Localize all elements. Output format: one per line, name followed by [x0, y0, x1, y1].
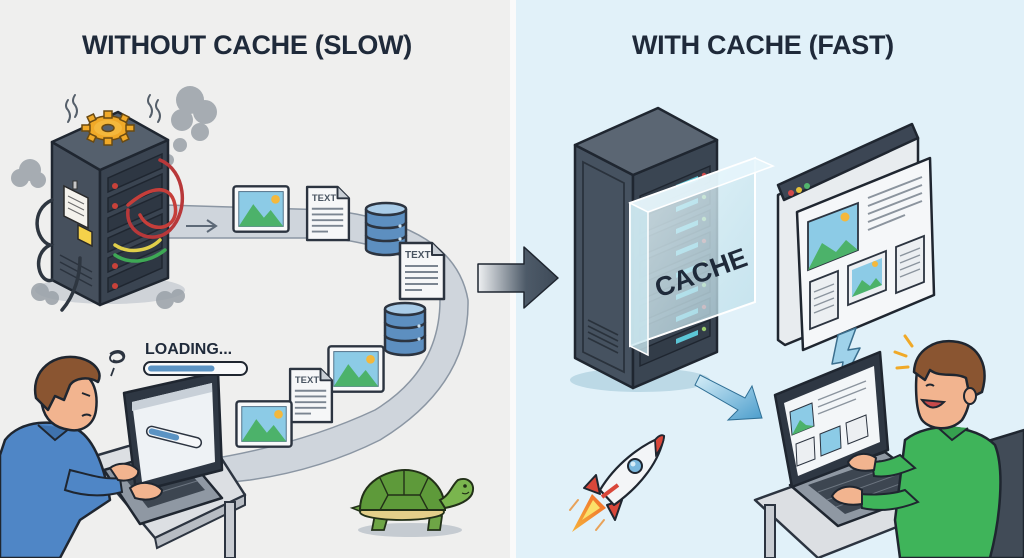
text-document-icon [288, 367, 334, 424]
turtle-icon [349, 468, 474, 537]
cache-layer: CACHE [628, 156, 775, 357]
browser-window-icon [776, 122, 936, 352]
rack-unit [639, 318, 711, 368]
image-file-icon [232, 184, 290, 234]
laptop-progress-bar [145, 425, 203, 449]
image-file-icon [327, 344, 385, 394]
loading-label: LOADING... [145, 341, 232, 358]
overloaded-server-icon [11, 86, 217, 312]
text-document-icon [398, 241, 446, 301]
sticky-note-icon [63, 180, 93, 248]
database-icon [383, 301, 427, 357]
loading-progress-bar [143, 361, 248, 376]
gear-icon [81, 110, 135, 146]
without-cache-title: WITHOUT CACHE (SLOW) [82, 30, 412, 60]
rocket-icon [569, 434, 666, 532]
with-cache-title: WITH CACHE (FAST) [632, 30, 894, 60]
text-document-icon [305, 185, 351, 242]
smoke-icon [11, 86, 217, 309]
image-file-icon [235, 399, 293, 449]
transition-arrow-icon [477, 246, 559, 309]
happy-user [753, 334, 1024, 558]
path-arrow-icon [186, 219, 218, 233]
frustration-scribble-icon [109, 350, 126, 377]
frustrated-user [0, 350, 247, 558]
excitement-lines-icon [893, 334, 914, 370]
response-arrow-icon [694, 374, 763, 421]
